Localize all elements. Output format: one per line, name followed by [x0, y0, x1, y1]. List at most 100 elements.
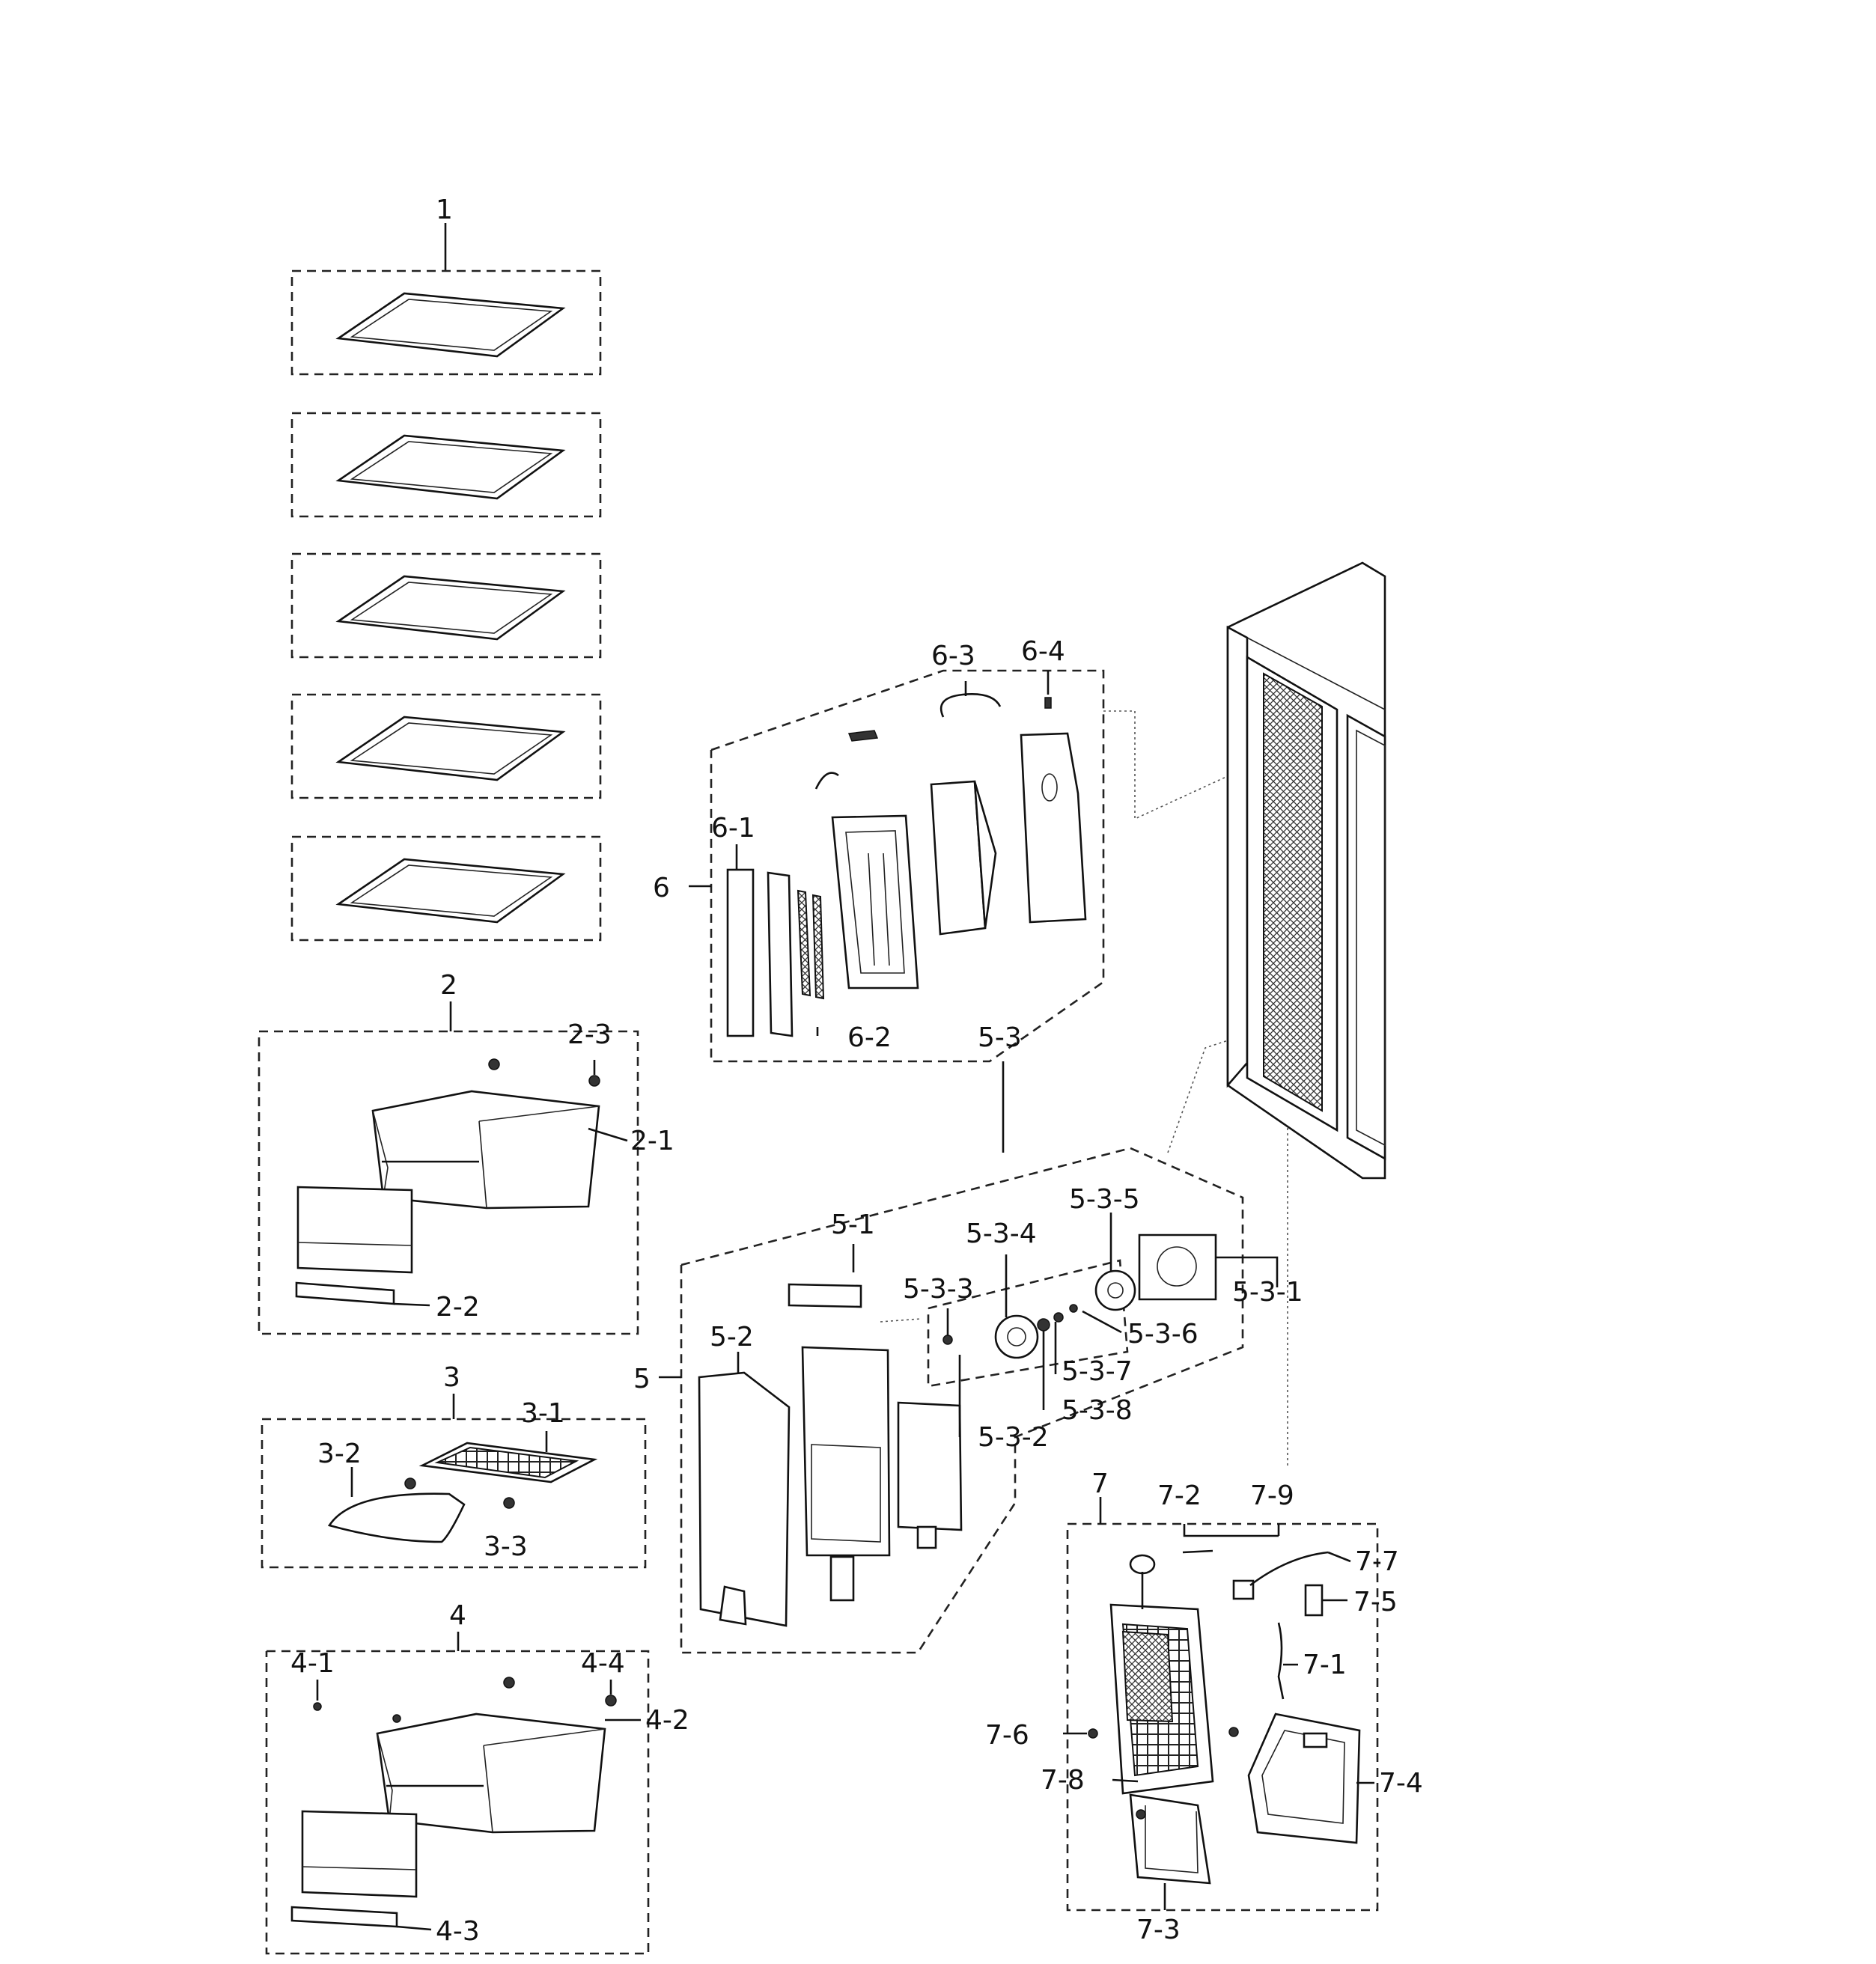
callout-5-3-2: 5-3-2 — [978, 1422, 1049, 1453]
callout-5-3-3: 5-3-3 — [903, 1274, 974, 1305]
callout-5-3-1: 5-3-1 — [1232, 1277, 1303, 1308]
callout-7-6: 7-6 — [985, 1720, 1029, 1751]
wire-7-9 — [1249, 1551, 1329, 1587]
drawer-lower — [376, 1713, 606, 1834]
callout-7-9: 7-9 — [1250, 1480, 1294, 1511]
fan-motor-5-3-4 — [994, 1314, 1039, 1359]
callout-6-3: 6-3 — [931, 641, 975, 671]
evaporator-coil — [1109, 1554, 1214, 1795]
evap-cover-7-4 — [1247, 1713, 1361, 1844]
insulation-strip-a — [726, 868, 755, 1037]
evaporator-group — [1063, 1497, 1379, 1912]
callout-4: 4 — [449, 1600, 466, 1631]
callout-labels: 1 2 2-3 2-1 2-2 3 3-1 3-2 3-3 4 4-1 4-4 … — [290, 195, 1423, 1947]
bracket-5-1 — [788, 1283, 862, 1308]
screw-4-4 — [605, 1695, 617, 1707]
callout-6-4: 6-4 — [1021, 636, 1065, 667]
cover-plate — [1020, 732, 1087, 924]
drawer-group-lower — [265, 1632, 650, 1955]
screw-upper-left — [488, 1058, 500, 1070]
callout-7-1: 7-1 — [1303, 1650, 1347, 1680]
defrost-heater-7-3 — [1129, 1793, 1211, 1885]
screw-7-6 — [1088, 1728, 1098, 1739]
cover-5-2 — [698, 1371, 791, 1627]
callout-7-5: 7-5 — [1353, 1587, 1398, 1617]
screw-5-3-3 — [942, 1335, 953, 1345]
freezer-evaporator-group — [659, 1147, 1279, 1654]
drawer-group-upper — [258, 1001, 639, 1335]
shelf-3 — [335, 575, 566, 641]
callout-4-3: 4-3 — [436, 1916, 480, 1947]
duct-frame — [831, 814, 919, 989]
screw-4-1 — [313, 1702, 322, 1711]
thermistor-7-1 — [1277, 1622, 1285, 1700]
shelf-group — [290, 223, 602, 942]
callout-6-1: 6-1 — [711, 813, 755, 844]
callout-5: 5 — [633, 1364, 651, 1394]
callout-7-4: 7-4 — [1379, 1768, 1423, 1799]
callout-2-2: 2-2 — [436, 1292, 480, 1323]
shelf-4 — [335, 716, 566, 781]
duct-plate — [801, 1346, 891, 1602]
screw-2-3 — [588, 1075, 600, 1087]
wire-7-2 — [1182, 1549, 1213, 1554]
callout-7: 7 — [1091, 1469, 1109, 1499]
callout-3-3: 3-3 — [484, 1531, 528, 1562]
callout-7-2: 7-2 — [1157, 1480, 1202, 1511]
drawer-trim-upper — [295, 1281, 395, 1305]
wire-small — [814, 772, 839, 790]
callout-5-3-6: 5-3-6 — [1127, 1319, 1199, 1350]
drawer-trim-lower — [290, 1906, 398, 1928]
callout-2-1: 2-1 — [630, 1126, 674, 1156]
tray-3-1 — [418, 1442, 598, 1483]
callout-6: 6 — [653, 873, 670, 903]
callout-5-3-8: 5-3-8 — [1062, 1395, 1133, 1426]
screw-lower-left — [392, 1714, 401, 1723]
screw-7-6b — [1228, 1727, 1239, 1737]
callout-4-4: 4-4 — [581, 1648, 625, 1679]
callout-7-3: 7-3 — [1136, 1915, 1181, 1945]
callout-7-8: 7-8 — [1041, 1765, 1085, 1796]
wire-harness-6-3 — [939, 693, 1002, 718]
screw-3-3 — [503, 1497, 515, 1509]
shelf-1 — [335, 292, 566, 358]
shelf-2 — [335, 434, 566, 500]
callout-3-1: 3-1 — [521, 1398, 565, 1429]
clip-part — [847, 730, 879, 742]
drawer-front-lower — [301, 1810, 418, 1898]
callout-5-3-5: 5-3-5 — [1069, 1184, 1140, 1215]
callout-1: 1 — [436, 195, 453, 225]
screw-lower-mid — [503, 1677, 515, 1689]
callout-2: 2 — [440, 970, 457, 1001]
washer-5-3-7 — [1053, 1312, 1064, 1323]
washer-5-3-8 — [1037, 1318, 1050, 1332]
fan-blade-5-3-5 — [1094, 1269, 1136, 1311]
panel-5-x — [897, 1401, 963, 1549]
washer-5-3-6 — [1069, 1304, 1078, 1313]
fan-bracket-5-3-1 — [1138, 1233, 1217, 1301]
drawer-upper — [371, 1090, 600, 1210]
sensor-7-5 — [1304, 1584, 1324, 1617]
callout-5-2: 5-2 — [710, 1322, 754, 1352]
callout-7-7: 7-7 — [1355, 1546, 1399, 1577]
refrigerator-cabinet — [1226, 561, 1386, 1180]
callout-4-2: 4-2 — [645, 1705, 689, 1736]
screw-6-4 — [1044, 697, 1052, 709]
fuse-7-7 — [1232, 1579, 1255, 1600]
callout-5-1: 5-1 — [831, 1210, 875, 1240]
fan-bracket — [930, 780, 997, 936]
callout-5-3-7: 5-3-7 — [1062, 1356, 1133, 1387]
callout-3-2: 3-2 — [317, 1439, 362, 1469]
callout-3: 3 — [443, 1362, 460, 1393]
screw-7-8 — [1136, 1809, 1146, 1820]
heater-strip-6-2 — [797, 889, 825, 1000]
insulation-strip-b — [767, 871, 794, 1037]
callout-5-3: 5-3 — [978, 1022, 1022, 1053]
shelf-5 — [335, 858, 566, 924]
screw-3-upper — [404, 1477, 416, 1489]
callout-2-3: 2-3 — [567, 1019, 612, 1050]
callout-6-2: 6-2 — [847, 1022, 892, 1053]
tray-group — [261, 1394, 647, 1569]
tray-cover-3-2 — [327, 1492, 466, 1543]
callout-5-3-4: 5-3-4 — [966, 1219, 1037, 1249]
